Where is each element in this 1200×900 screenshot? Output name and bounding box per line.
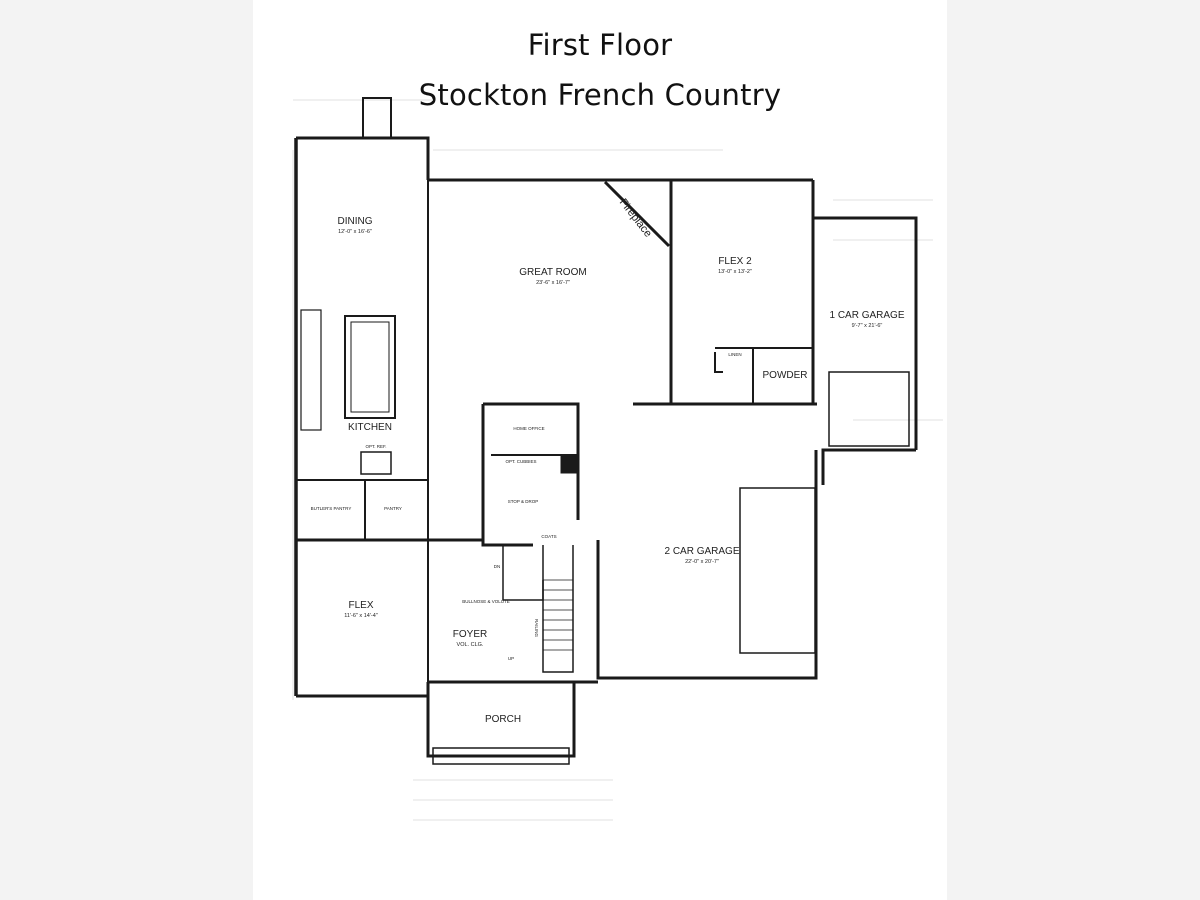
column [560, 454, 579, 474]
opt-cubbies-label: OPT. CUBBIES [505, 459, 536, 464]
up-label: UP [508, 656, 514, 661]
garage1-dims: 9'-7" x 21'-6" [852, 323, 883, 329]
flex-dims: 11'-6" x 14'-4" [344, 613, 377, 619]
fireplace-wall [603, 180, 671, 248]
foyer-label: FOYER [453, 629, 487, 640]
wall-2-car-garage [596, 450, 818, 680]
coats-label: COATS [541, 534, 556, 539]
garage-door-1 [828, 371, 910, 447]
dining-label: DINING [338, 216, 373, 227]
stair-treads [543, 579, 573, 651]
bullnose-label: BULLNOSE & VOLUTE [462, 599, 510, 604]
wall-1-car-garage [813, 216, 918, 450]
plan-title: First Floor [527, 28, 673, 62]
garage2-label: 2 CAR GARAGE [664, 546, 739, 557]
garage-door-2 [739, 487, 816, 654]
linen-label: LINEN [728, 352, 741, 357]
porch-outline [426, 682, 576, 758]
foyer-dims: VOL. CLG. [457, 642, 484, 648]
dining-dims: 12'-0" x 16'-6" [338, 229, 372, 235]
dn-label: DN [494, 564, 501, 569]
flex2-label: FLEX 2 [718, 256, 752, 267]
plan-subtitle: Stockton French Country [418, 78, 782, 112]
flex-label: FLEX [348, 600, 373, 611]
fireplace-label: Fireplace [617, 197, 654, 240]
garage2-dims: 22'-0" x 20'-7" [685, 559, 719, 565]
great-room-label: GREAT ROOM [519, 267, 586, 278]
pantry-label: PANTRY [384, 506, 402, 511]
butlers-pantry-label: BUTLER'S PANTRY [311, 506, 352, 511]
wall-office-top [483, 402, 580, 460]
powder-label: POWDER [763, 370, 808, 381]
wall-office [481, 404, 533, 547]
stair-lower [542, 545, 574, 673]
railing-label: RAILING [534, 619, 539, 638]
stair-upper [502, 545, 544, 601]
kitchen-label: KITCHEN [348, 422, 392, 433]
wall-linen [714, 352, 723, 373]
stop-drop-label: STOP & DROP [508, 499, 539, 504]
porch-step [432, 747, 570, 765]
opt-ref-label: OPT. REF. [365, 444, 386, 449]
chimney [362, 97, 392, 139]
wall-garage-step [821, 448, 916, 485]
porch-label: PORCH [485, 714, 521, 725]
fridge [360, 451, 392, 475]
floor-plan-sheet: First Floor Stockton French Country [253, 0, 947, 900]
walls [294, 97, 918, 765]
floor-plan-drawing: DINING 12'-0" x 16'-6" GREAT ROOM 23'-6"… [292, 97, 943, 821]
great-room-dims: 23'-6" x 16'-7" [536, 280, 570, 286]
kitchen-counter [300, 309, 322, 431]
flex2-dims: 13'-0" x 13'-2" [718, 269, 752, 275]
wall-dining-top [296, 136, 430, 180]
scan-noise [292, 99, 943, 821]
island-top [350, 321, 390, 413]
garage1-label: 1 CAR GARAGE [829, 310, 904, 321]
home-office-label: HOME OFFICE [513, 426, 544, 431]
kitchen-island [344, 315, 396, 419]
